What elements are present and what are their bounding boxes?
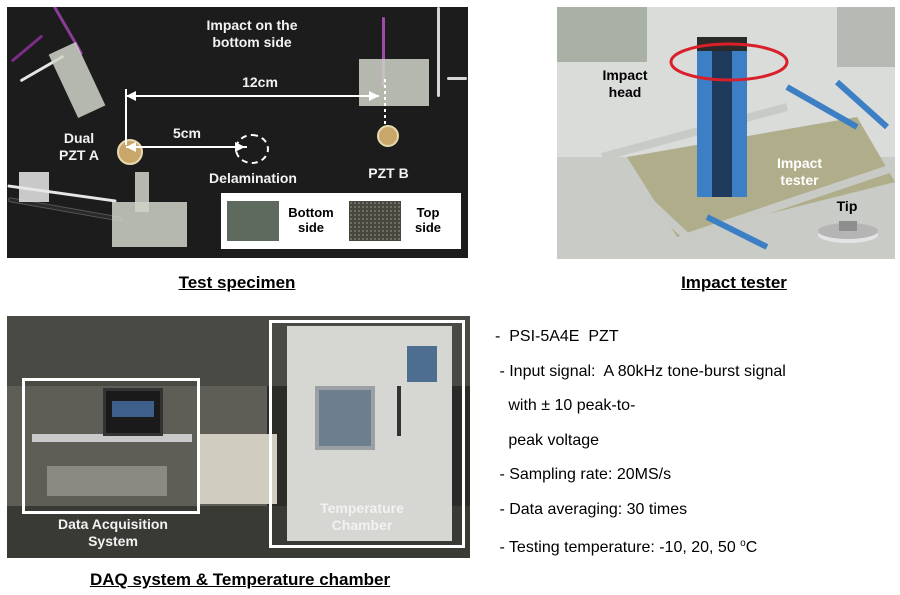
tape [112, 202, 187, 247]
spec-input-signal-cont: with ± 10 peak-to- [495, 397, 636, 414]
pzt-a-sensor [117, 139, 143, 165]
distance-5cm-label: 5cm [172, 125, 202, 141]
test-specifications: - PSI-5A4E PZT - Input signal: A 80kHz t… [495, 320, 895, 566]
chamber-highlight-box [269, 320, 465, 548]
cart-shelf [32, 434, 192, 442]
pzt-b-label: PZT B [368, 165, 409, 181]
wire [382, 17, 385, 87]
dimension-arrows [125, 79, 386, 152]
label-sticker [19, 172, 49, 202]
specimen-photo: Impact on the bottom side 12cm 5cm Dual … [7, 7, 468, 258]
daq-highlight-box [22, 378, 200, 514]
top-side-label-line1: Top [416, 205, 440, 220]
chamber-window [315, 386, 375, 450]
background-equipment [837, 7, 895, 67]
tester-caption: Impact tester [681, 273, 787, 292]
spec-input-signal: - Input signal: A 80kHz tone-burst signa… [495, 362, 786, 380]
pzt-b-sensor [377, 125, 399, 147]
delamination-label: Delamination [209, 170, 297, 186]
bottom-side-label-line2: side [297, 220, 324, 235]
impact-label-line1: Impact on the [206, 17, 298, 33]
tester-frame-drawing [599, 37, 895, 250]
impact-tester-label-line2: tester [780, 172, 819, 188]
spec-pzt: - PSI-5A4E PZT [495, 328, 619, 345]
daq-chamber-photo: Data Acquisition System Temperature Cham… [7, 316, 470, 558]
spec-temp-text: - Testing temperature: -10, 20, 50 [495, 539, 741, 556]
spec-data-averaging: - Data averaging: 30 times [495, 500, 688, 518]
wire [437, 7, 440, 97]
daq-label-line1: Data Acquisition [58, 516, 168, 532]
chamber-label-line2: Chamber [331, 517, 393, 533]
door-handle [397, 386, 401, 436]
top-side-swatch [349, 201, 401, 241]
daq-caption: DAQ system & Temperature chamber [89, 570, 391, 589]
surface-legend: Bottom side Top side [221, 193, 461, 249]
tip-label: Tip [836, 198, 858, 214]
impact-head-label-line2: head [608, 84, 642, 100]
spec-testing-temperature: - Testing temperature: -10, 20, 50 oC [495, 527, 895, 566]
bottom-side-swatch [227, 201, 279, 241]
chamber-label-line1: Temperature [320, 500, 404, 516]
wire [447, 77, 467, 80]
impact-label-line2: bottom side [212, 34, 292, 50]
background-cart [557, 7, 647, 62]
spec-sampling-rate: - Sampling rate: 20MS/s [495, 466, 672, 483]
bottom-side-label-line1: Bottom [288, 205, 334, 220]
temperature-chamber [287, 326, 452, 541]
pzt-a-label-line2: PZT A [59, 147, 99, 163]
instruments [47, 466, 167, 496]
distance-12cm-label: 12cm [242, 74, 278, 90]
degree-superscript: o [740, 538, 746, 549]
impact-tester-label-line1: Impact [776, 155, 823, 171]
monitor [103, 388, 163, 436]
impact-head-label-line1: Impact [602, 67, 648, 83]
daq-label-line2: System [88, 533, 138, 549]
spec-temp-unit: C [745, 539, 758, 556]
monitor-screen [112, 401, 154, 417]
pzt-a-label-line1: Dual [63, 130, 95, 146]
specimen-caption: Test specimen [178, 273, 296, 292]
impact-tester-photo: Impact head Impact tester Tip [557, 7, 895, 259]
cabinet [197, 434, 277, 504]
spec-input-signal-cont2: peak voltage [495, 431, 600, 449]
top-side-label-line2: side [414, 220, 441, 235]
control-panel [407, 346, 437, 382]
